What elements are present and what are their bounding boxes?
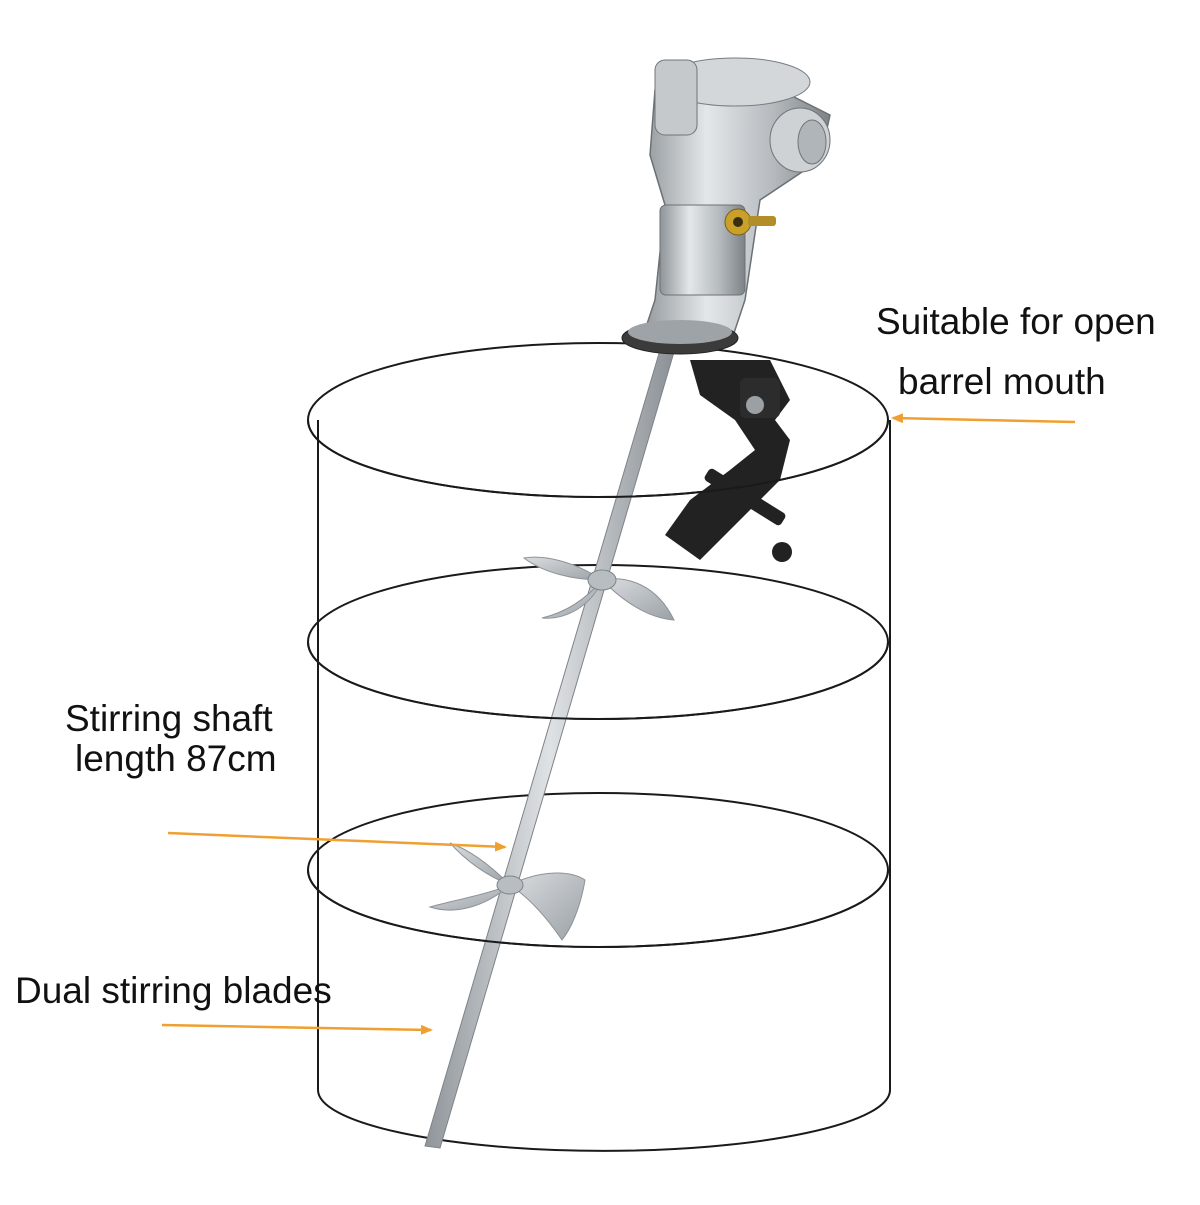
pneumatic-motor-icon: [621, 57, 831, 355]
barrel-clamp-icon: [665, 360, 792, 562]
barrel-bottom-edge: [317, 1089, 891, 1152]
open-barrel-label-line1: Suitable for open: [876, 301, 1156, 342]
arrow-open-barrel: [891, 413, 1076, 424]
arrow-blades: [161, 1023, 433, 1035]
arrow-shaft: [167, 831, 507, 852]
open-barrel-label-line2: barrel mouth: [898, 361, 1106, 402]
shaft-label-line2: length 87cm: [75, 738, 277, 779]
barrel-lower-ring: [307, 792, 889, 948]
propeller-blade-icon: [522, 556, 675, 621]
barrel-top-rim: [307, 342, 889, 498]
blades-label: Dual stirring blades: [15, 970, 332, 1011]
shaft-label-line1: Stirring shaft: [65, 698, 273, 739]
stirring-shaft: [424, 349, 675, 1149]
barrel-front-arcs: [307, 419, 889, 948]
callout-arrows: [161, 413, 1076, 1035]
air-inlet-fitting: [724, 208, 776, 236]
propeller-blade-icon: [428, 842, 586, 941]
